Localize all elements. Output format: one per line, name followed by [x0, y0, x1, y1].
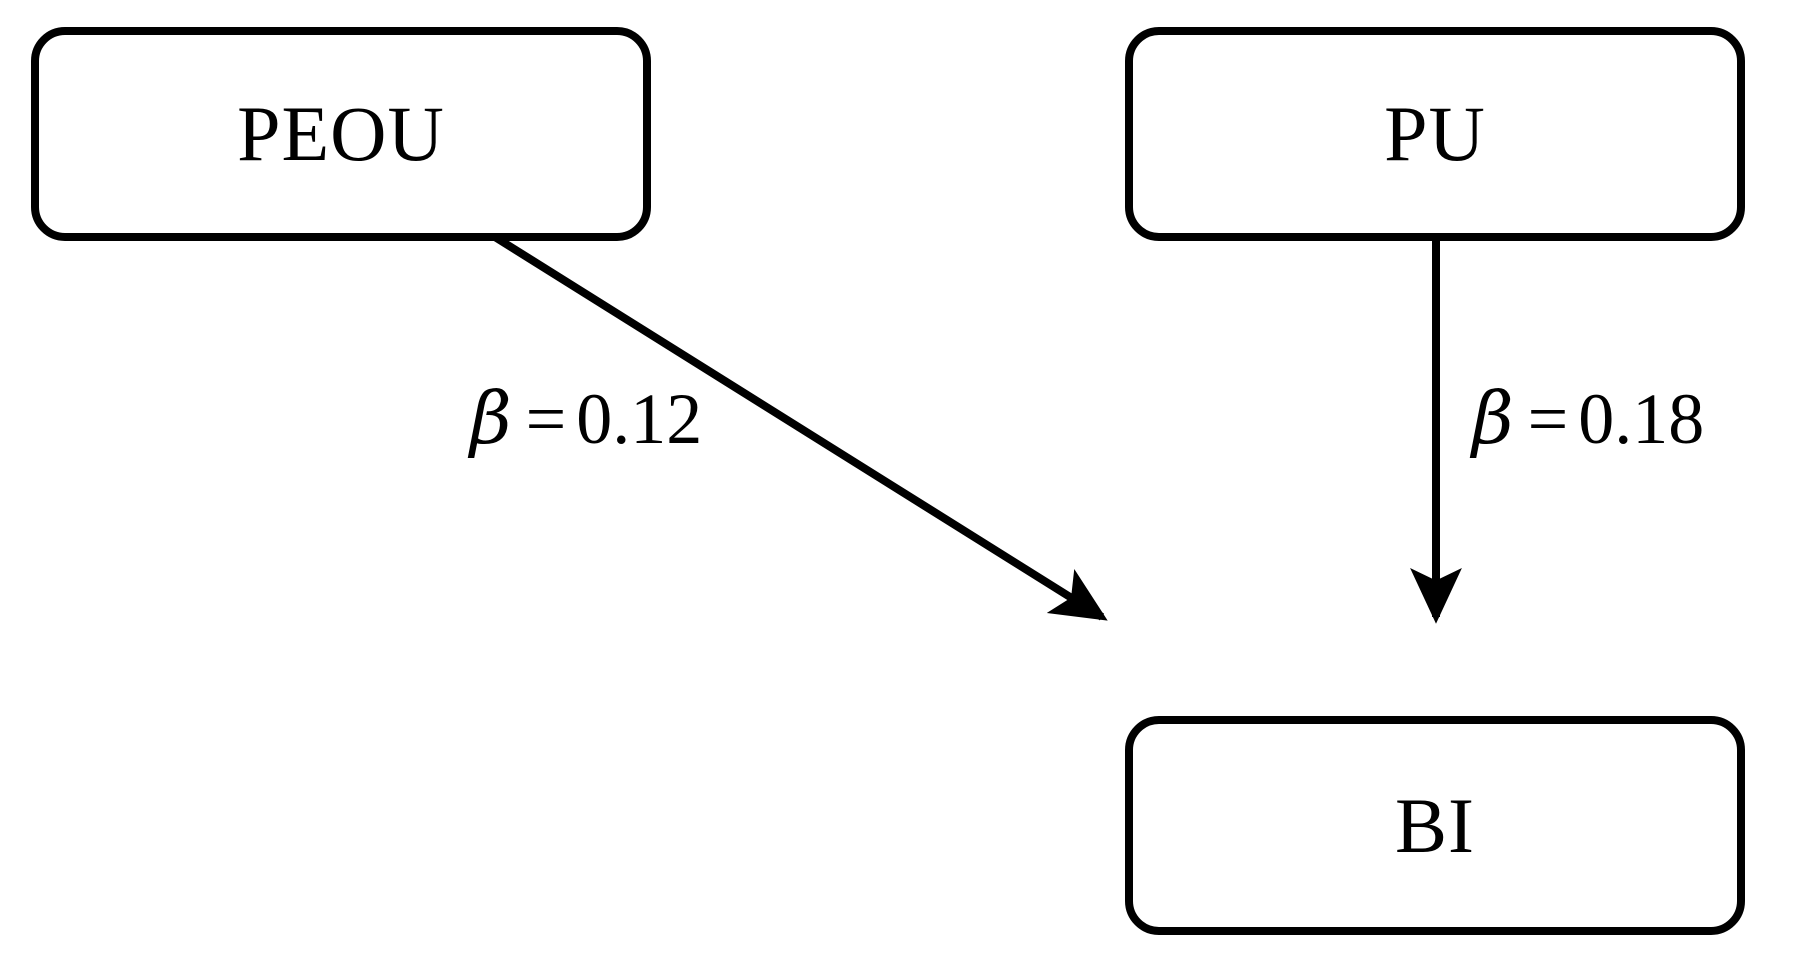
node-bi-label: BI: [1395, 781, 1475, 869]
node-bi[interactable]: BI: [1125, 716, 1745, 935]
beta-symbol: β: [470, 376, 512, 460]
equals-symbol: =: [1527, 379, 1569, 459]
edge-label-pu-to-bi: β=0.18: [1472, 382, 1704, 455]
beta-symbol: β: [1472, 376, 1514, 460]
node-pu[interactable]: PU: [1125, 27, 1745, 241]
beta-value: 0.18: [1578, 379, 1705, 459]
node-peou[interactable]: PEOU: [31, 27, 651, 241]
beta-value: 0.12: [576, 379, 703, 459]
equals-symbol: =: [525, 379, 567, 459]
edge-peou-to-bi: [452, 208, 1108, 621]
node-pu-label: PU: [1384, 90, 1486, 177]
node-peou-label: PEOU: [237, 90, 445, 177]
edge-label-peou-to-bi: β=0.12: [470, 382, 702, 455]
